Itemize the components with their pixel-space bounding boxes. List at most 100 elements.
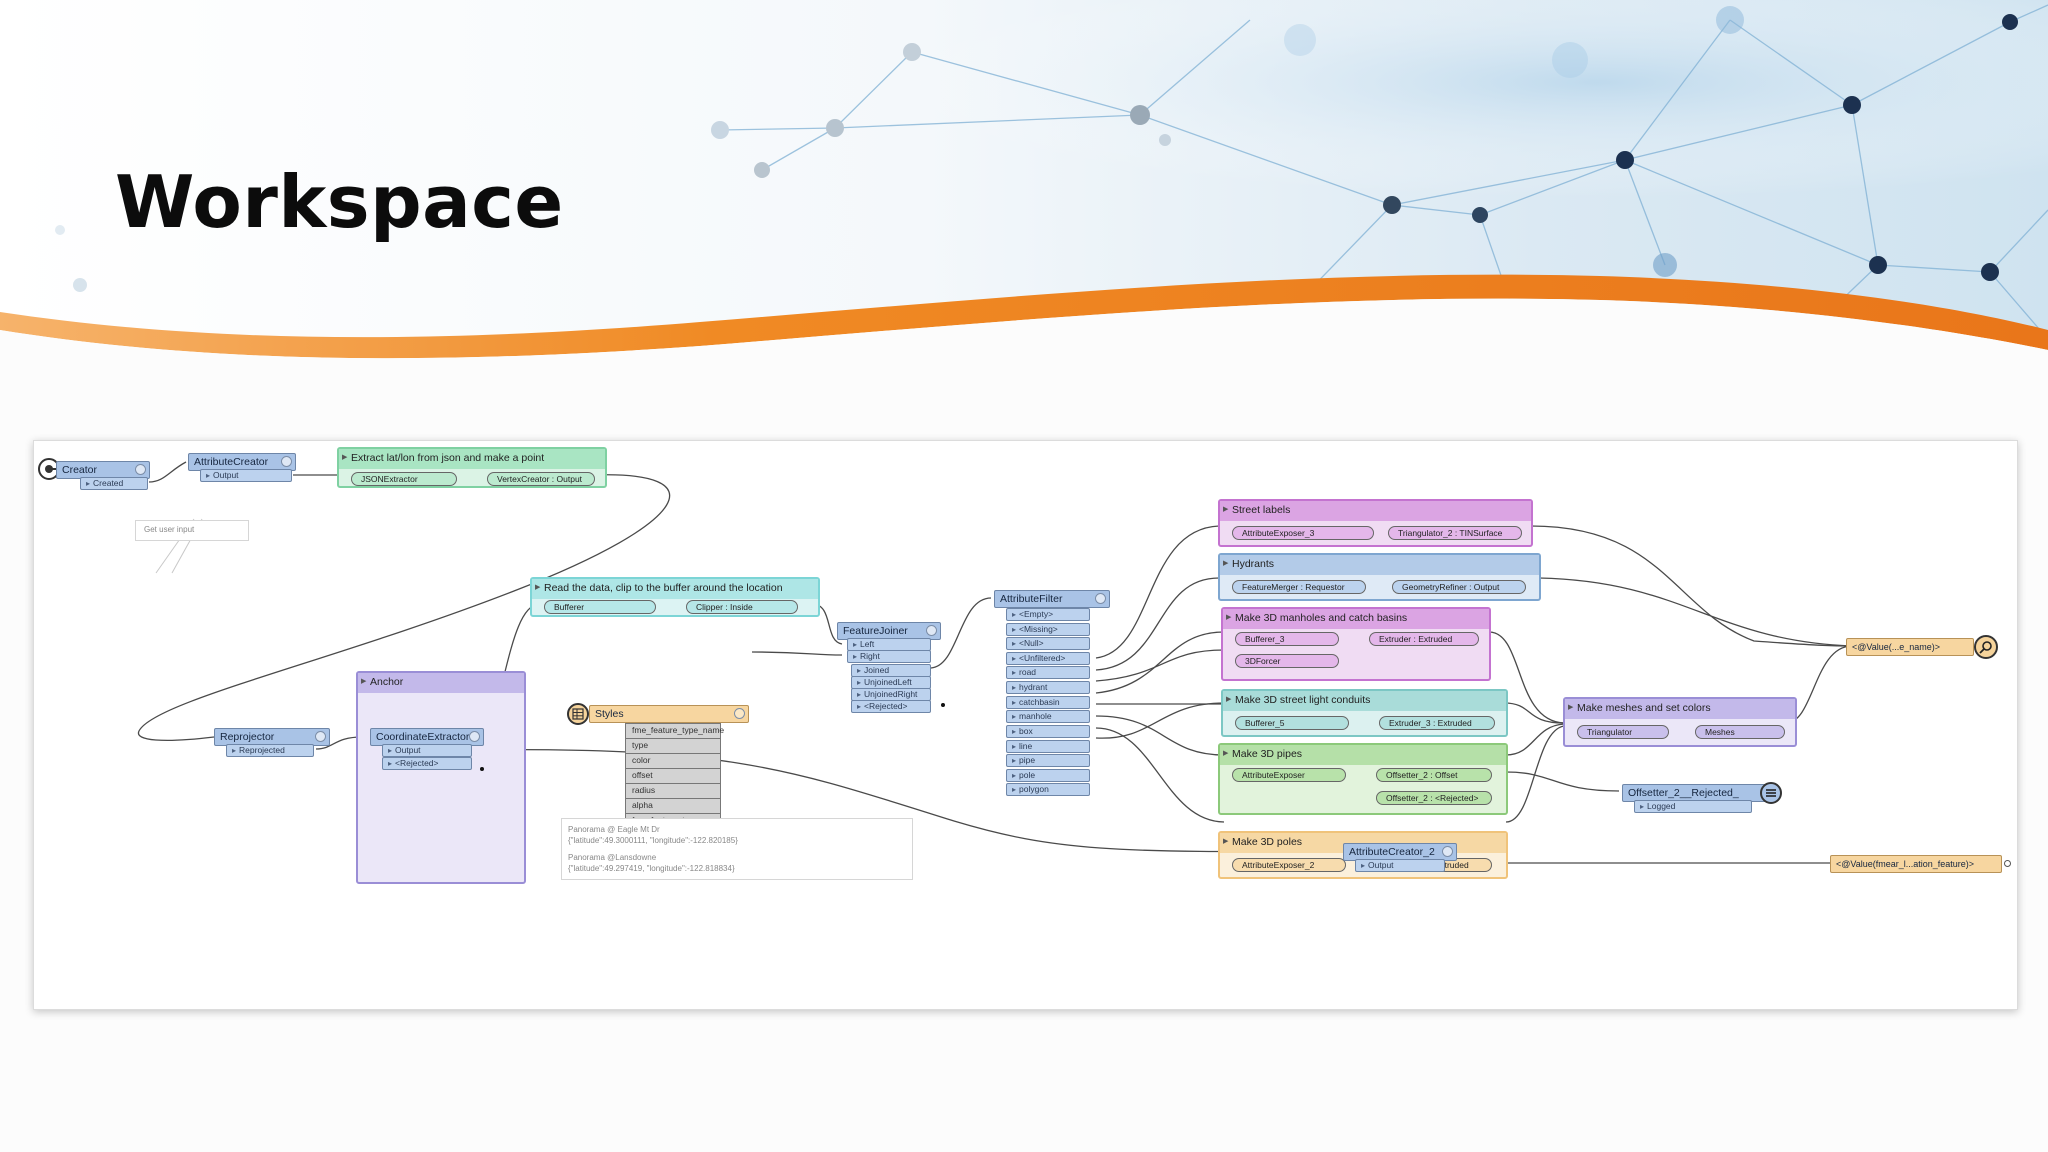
pill-attributeexposer-2[interactable]: AttributeExposer_2 [1232,858,1346,872]
bookmark-meshes[interactable]: Make meshes and set colors Triangulator … [1563,697,1797,747]
reprojector-label: Reprojector [220,731,275,743]
pill-triangulator-2-tinsurface[interactable]: Triangulator_2 : TINSurface [1388,526,1522,540]
rejected-port-dot [480,767,484,771]
orange-swoosh [0,274,2048,359]
bookmark-street-labels[interactable]: Street labels AttributeExposer_3 Triangu… [1218,499,1533,547]
bookmark-extract-latlon[interactable]: Extract lat/lon from json and make a poi… [337,447,607,488]
gear-icon[interactable] [1442,846,1453,857]
styles-row: fme_feature_type_name [626,724,724,739]
attribute-creator-header: AttributeCreator [188,453,296,471]
bookmark-title: Extract lat/lon from json and make a poi… [339,449,605,469]
feature-joiner-port-right[interactable]: Right [847,650,931,663]
attribute-filter-port[interactable]: line [1006,740,1090,753]
attribute-filter-node[interactable]: AttributeFilter <Empty> <Missing> <Null>… [994,590,1110,796]
attribute-creator-node[interactable]: AttributeCreator Output [188,453,296,483]
annotation-user-input[interactable]: Get user input [135,520,249,541]
bookmark-pipes[interactable]: Make 3D pipes AttributeExposer Offsetter… [1218,743,1508,815]
annotation-panorama[interactable]: Panorama @ Eagle Mt Dr {"latitude":49.30… [561,818,913,880]
annotation-line: {"latitude":49.297419, "longitude":-122.… [568,864,735,873]
attribute-filter-port[interactable]: road [1006,666,1090,679]
logger-icon[interactable] [1760,782,1782,804]
pill-bufferer[interactable]: Bufferer [544,600,656,614]
pill-featuremerger-requestor[interactable]: FeatureMerger : Requestor [1232,580,1366,594]
bookmark-hydrants[interactable]: Hydrants FeatureMerger : Requestor Geome… [1218,553,1541,601]
bookmark-conduits[interactable]: Make 3D street light conduits Bufferer_5… [1221,689,1508,737]
styles-header: Styles [589,705,749,723]
bookmark-read-data[interactable]: Read the data, clip to the buffer around… [530,577,820,617]
gear-icon[interactable] [135,464,146,475]
writer-location-header: <@Value(fmear_l...ation_feature)> [1830,855,2002,873]
feature-joiner-node[interactable]: FeatureJoiner Left Right Joined Unjoined… [837,622,941,713]
pill-meshes[interactable]: Meshes [1695,725,1785,739]
gear-icon[interactable] [926,625,937,636]
gear-icon[interactable] [1095,593,1106,604]
pill-bufferer-5[interactable]: Bufferer_5 [1235,716,1349,730]
feature-joiner-header: FeatureJoiner [837,622,941,640]
reprojector-node[interactable]: Reprojector Reprojected [214,728,330,758]
attribute-filter-port[interactable]: <Empty> [1006,608,1090,621]
pill-extruder-extruded[interactable]: Extruder : Extruded [1369,632,1479,646]
rejected-port-dot [941,703,945,707]
bookmark-anchor[interactable]: Anchor [356,671,526,884]
pill-3dforcer[interactable]: 3DForcer [1235,654,1339,668]
attribute-creator-2-node[interactable]: AttributeCreator_2 Output [1343,843,1457,873]
bookmark-title: Anchor [358,673,524,693]
attribute-filter-port[interactable]: manhole [1006,710,1090,723]
attribute-filter-port[interactable]: hydrant [1006,681,1090,694]
bookmark-title: Make 3D manholes and catch basins [1223,609,1489,629]
bookmark-title: Make 3D pipes [1220,745,1506,765]
page-title: Workspace [115,160,564,244]
attribute-filter-port[interactable]: <Missing> [1006,623,1090,636]
header-banner [0,0,2048,360]
pill-bufferer-3[interactable]: Bufferer_3 [1235,632,1339,646]
pill-attributeexposer[interactable]: AttributeExposer [1232,768,1346,782]
writer-output-icon[interactable] [1974,635,1998,659]
styles-row: type [626,739,720,754]
attribute-filter-port[interactable]: <Unfiltered> [1006,652,1090,665]
pill-geometryrefiner-output[interactable]: GeometryRefiner : Output [1392,580,1526,594]
gear-icon[interactable] [281,456,292,467]
attribute-filter-port[interactable]: pipe [1006,754,1090,767]
writer-location-node[interactable]: <@Value(fmear_l...ation_feature)> [1830,855,2012,873]
pill-triangulator[interactable]: Triangulator [1577,725,1669,739]
coordinate-extractor-port-rejected[interactable]: <Rejected> [382,757,472,770]
annotation-line: Panorama @Lansdowne [568,853,657,862]
gear-icon[interactable] [315,731,326,742]
attribute-creator-2-port-output[interactable]: Output [1355,859,1445,872]
creator-node[interactable]: Creator Created [56,461,150,490]
creator-label: Creator [62,464,98,476]
offsetter-logger-node[interactable]: Offsetter_2__Rejected_ Logged [1622,784,1772,814]
feature-joiner-label: FeatureJoiner [843,625,908,637]
gear-icon[interactable] [734,708,745,719]
pill-offsetter-2-rejected[interactable]: Offsetter_2 : <Rejected> [1376,791,1492,805]
offsetter-logger-port-logged[interactable]: Logged [1634,800,1752,813]
writer-main-node[interactable]: <@Value(...e_name)> [1846,638,1996,656]
pill-vertexcreator-output[interactable]: VertexCreator : Output [487,472,595,486]
attribute-filter-port[interactable]: box [1006,725,1090,738]
reprojector-port-reprojected[interactable]: Reprojected [226,744,314,757]
attribute-filter-port[interactable]: <Null> [1006,637,1090,650]
pill-offsetter-2-offset[interactable]: Offsetter_2 : Offset [1376,768,1492,782]
offsetter-logger-label: Offsetter_2__Rejected_ [1628,787,1739,799]
pill-attributeexposer-3[interactable]: AttributeExposer_3 [1232,526,1374,540]
feature-joiner-port-rejected[interactable]: <Rejected> [851,700,931,713]
pill-extruder-3-extruded[interactable]: Extruder_3 : Extruded [1379,716,1495,730]
coordinate-extractor-port-output[interactable]: Output [382,744,472,757]
styles-row: offset [626,769,720,784]
annotation-line: Panorama @ Eagle Mt Dr [568,825,660,834]
pill-clipper-inside[interactable]: Clipper : Inside [686,600,798,614]
attribute-filter-port[interactable]: pole [1006,769,1090,782]
bookmark-title: Make 3D street light conduits [1223,691,1506,711]
bookmark-manholes[interactable]: Make 3D manholes and catch basins Buffer… [1221,607,1491,681]
attribute-filter-port[interactable]: catchbasin [1006,696,1090,709]
pill-jsonextractor[interactable]: JSONExtractor [351,472,457,486]
coordinate-extractor-node[interactable]: CoordinateExtractor Output <Rejected> [370,728,484,772]
attribute-creator-port-output[interactable]: Output [200,469,292,482]
styles-label: Styles [595,708,624,720]
gear-icon[interactable] [469,731,480,742]
styles-node[interactable]: Styles fme_feature_type_name type color … [589,705,749,829]
creator-port-created[interactable]: Created [80,477,148,490]
attribute-filter-header: AttributeFilter [994,590,1110,608]
attribute-filter-port[interactable]: polygon [1006,783,1090,796]
workspace-canvas[interactable]: Creator Created AttributeCreator Output … [33,440,2018,1010]
